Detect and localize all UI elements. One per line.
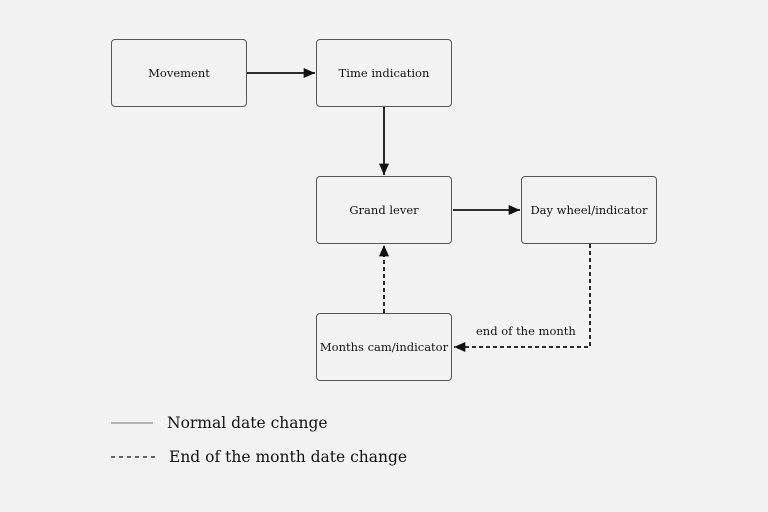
node-grand-lever-label: Grand lever: [349, 203, 419, 217]
edge-label-end-of-month: end of the month: [476, 324, 576, 338]
node-time-indication: Time indication: [316, 39, 452, 107]
legend-solid-line: [111, 422, 153, 424]
node-day-wheel: Day wheel/indicator: [521, 176, 657, 244]
legend-dashed-label: End of the month date change: [169, 448, 408, 466]
node-months-cam: Months cam/indicator: [316, 313, 452, 381]
node-movement: Movement: [111, 39, 247, 107]
node-months-cam-label: Months cam/indicator: [319, 340, 449, 354]
node-grand-lever: Grand lever: [316, 176, 452, 244]
node-movement-label: Movement: [148, 66, 210, 80]
legend-solid-label: Normal date change: [167, 414, 328, 432]
node-day-wheel-label: Day wheel/indicator: [530, 203, 648, 217]
node-time-indication-label: Time indication: [338, 66, 430, 80]
legend-dashed-line: [111, 456, 155, 458]
legend-dashed-row: End of the month date change: [111, 448, 407, 466]
legend-solid-row: Normal date change: [111, 414, 328, 432]
